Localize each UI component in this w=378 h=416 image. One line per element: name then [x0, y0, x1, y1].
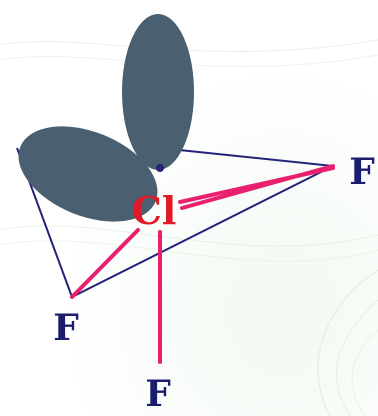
nucleus-dot-icon [156, 164, 164, 172]
lone-pair-left-icon [18, 126, 158, 222]
ligand-label-right: F [349, 151, 375, 193]
ligand-label-lower-left: F [53, 307, 79, 349]
lone-pair-upper-icon [122, 14, 194, 170]
bond-right-b [178, 166, 335, 204]
lone-pairs [18, 14, 194, 222]
bonds [70, 164, 335, 364]
central-atom-label: Cl [132, 188, 177, 233]
bond-lower-left [70, 228, 140, 299]
outline-edge-top [159, 147, 334, 167]
ligand-label-bottom: F [145, 373, 171, 415]
outline-edge-bottom [71, 165, 334, 298]
